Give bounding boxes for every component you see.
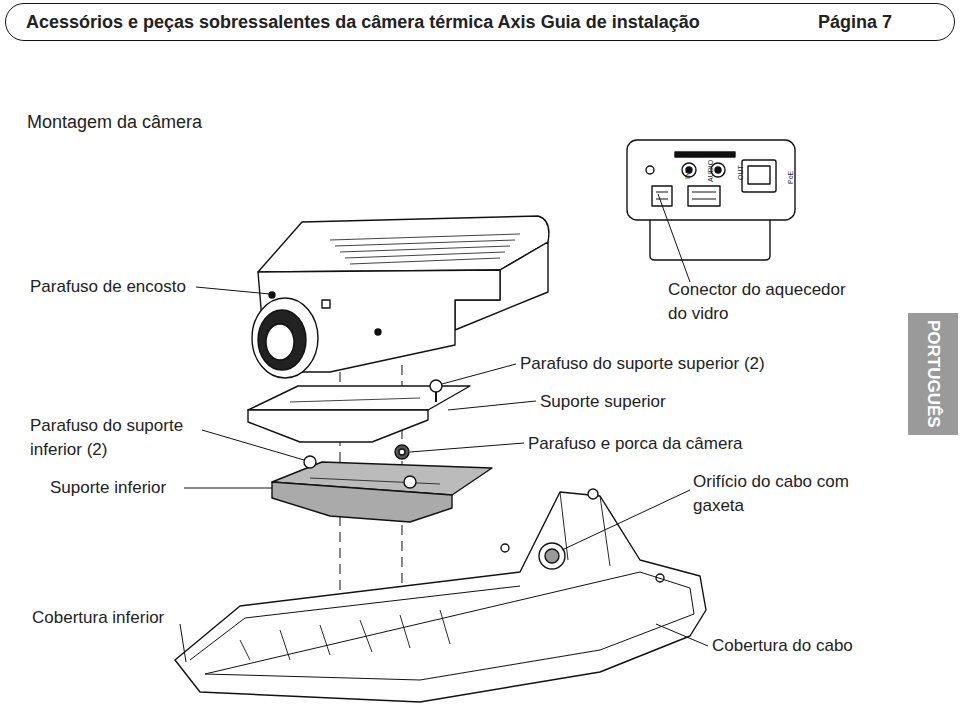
lower-bracket	[272, 445, 492, 522]
language-tab-text: PORTUGUÊS	[923, 320, 943, 428]
part-label: Suporte superior	[540, 390, 666, 414]
language-tab: PORTUGUÊS	[908, 313, 958, 435]
port-label: PoE	[787, 171, 795, 184]
part-label: Cobertura inferior	[32, 606, 164, 630]
upper-bracket	[248, 380, 470, 442]
part-label: Cobertura do cabo	[712, 634, 853, 658]
port-label: AUDIO	[707, 160, 715, 182]
section-title: Montagem da câmera	[27, 110, 202, 134]
part-label: Conector do aquecedor do vidro	[668, 278, 853, 326]
port-label: OUT	[737, 165, 745, 180]
leader-lines	[180, 194, 708, 662]
part-label: Orifício do cabo com gaxeta	[693, 470, 873, 518]
part-label: Suporte inferior	[50, 476, 166, 500]
part-label: Parafuso de encosto	[30, 275, 186, 299]
part-label: Parafuso do suporte inferior (2)	[30, 414, 200, 462]
camera-body	[252, 216, 549, 378]
part-label: Parafuso e porca da câmera	[528, 432, 743, 456]
page-number: Página 7	[818, 12, 892, 32]
header-title: Acessórios e peças sobressalentes da câm…	[26, 12, 700, 32]
port-label: IN	[684, 172, 692, 179]
header-bar: Acessórios e peças sobressalentes da câm…	[5, 3, 955, 41]
housing	[175, 489, 706, 702]
part-label: Parafuso do suporte superior (2)	[520, 352, 765, 376]
connector-panel	[627, 140, 795, 260]
